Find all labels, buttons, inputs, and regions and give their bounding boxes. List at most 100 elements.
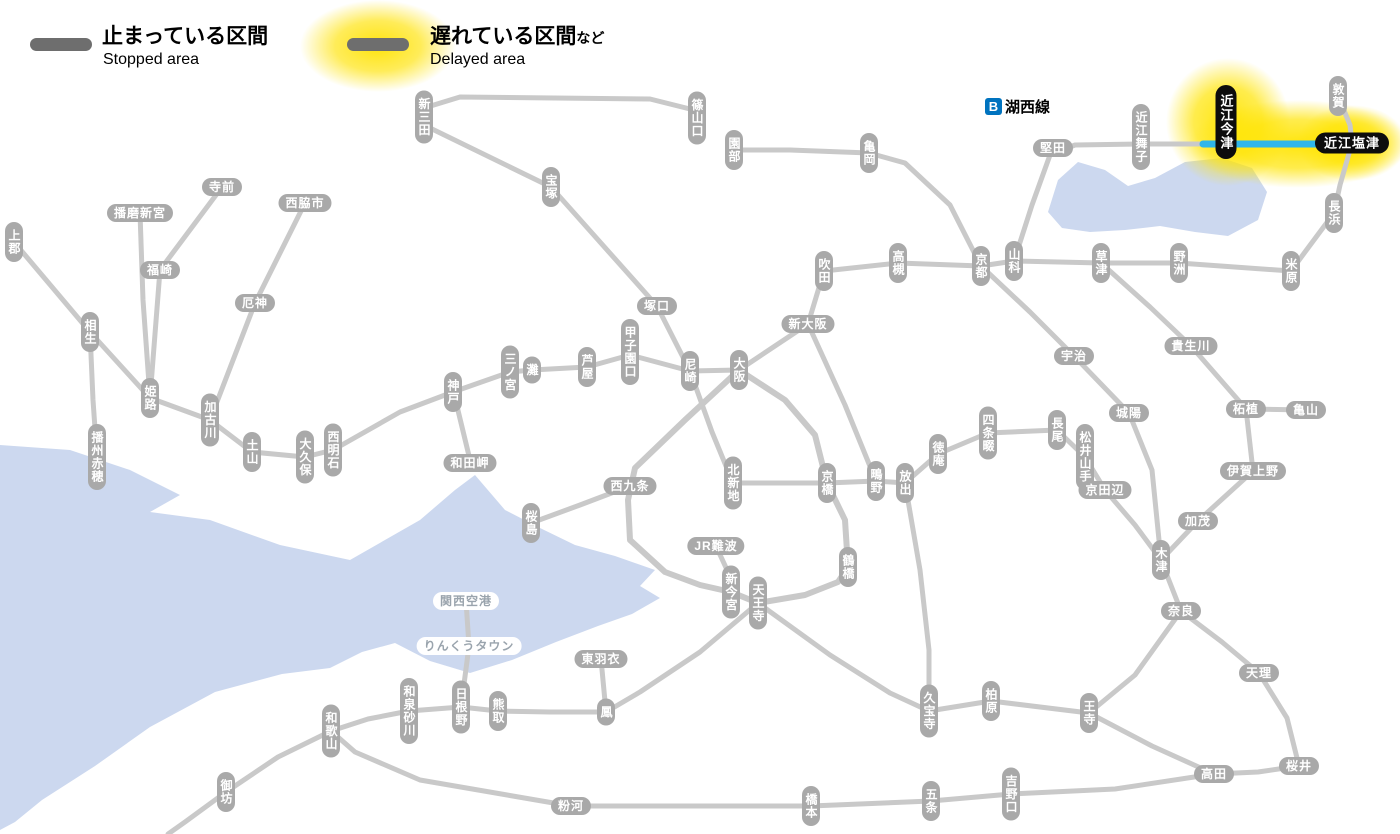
- station-pill: JR難波: [687, 537, 745, 555]
- station-pill: 日根野: [452, 680, 470, 734]
- rail-line: [755, 600, 1184, 716]
- station-pill: 亀山: [1285, 401, 1327, 419]
- station-pill: 高田: [1193, 765, 1235, 783]
- kosei-line-badge: B 湖西線: [985, 95, 1056, 117]
- station-pill: 熊取: [489, 691, 507, 731]
- station-pill: 桜島: [522, 503, 540, 543]
- rail-line: [1158, 406, 1256, 563]
- station-pill: 三ノ宮: [501, 345, 519, 399]
- station-pill: 京橋: [818, 463, 836, 503]
- station-pill: 京都: [972, 246, 990, 286]
- station-pill: 和歌山: [322, 704, 340, 758]
- station-pill: 鴫野: [867, 461, 885, 501]
- station-pill: 和田岬: [443, 454, 497, 472]
- station-pill: 長浜: [1325, 193, 1343, 233]
- rail-line: [731, 147, 984, 269]
- station-pill: 城陽: [1108, 404, 1150, 422]
- station-pill: 園部: [725, 130, 743, 170]
- station-pill: 野洲: [1170, 243, 1188, 283]
- legend-delayed-bar: [347, 38, 409, 51]
- station-pill: 新今宮: [722, 565, 740, 619]
- station-pill: 福崎: [139, 261, 181, 279]
- rail-line: [421, 94, 697, 113]
- station-pill: 柏原: [982, 681, 1000, 721]
- station-pill: 山科: [1005, 241, 1023, 281]
- station-pill: 神戸: [444, 372, 462, 412]
- rail-line: [1288, 93, 1355, 274]
- station-pill: 御坊: [217, 772, 235, 812]
- station-pill: 加古川: [201, 393, 219, 447]
- station-pill: 徳庵: [929, 434, 947, 474]
- station-pill: 放出: [896, 463, 914, 503]
- station-pill-delayed: 近江今津: [1215, 85, 1237, 159]
- legend-stopped-label-en: Stopped area: [103, 51, 200, 68]
- station-pill: 近江舞子: [1132, 104, 1150, 170]
- station-pill: 塚口: [636, 297, 678, 315]
- station-pill: 播州赤穂: [88, 424, 106, 490]
- station-pill: 相生: [81, 312, 99, 352]
- station-pill: 新三田: [415, 90, 433, 144]
- station-pill: 新大阪: [781, 315, 835, 333]
- line-letter-icon: B: [985, 97, 1002, 115]
- legend-delayed-label-en: Delayed area: [430, 51, 526, 68]
- legend-stopped-text: 止まっている区間: [102, 25, 269, 48]
- legend-delayed-label-jp: 遅れている区間など: [430, 25, 604, 48]
- station-pill: 鶴橋: [839, 547, 857, 587]
- station-pill: 天理: [1238, 664, 1280, 682]
- rail-line: [978, 263, 1164, 563]
- station-pill: 王寺: [1080, 693, 1098, 733]
- station-pill: 橋本: [802, 786, 820, 826]
- station-pill: 上郡: [5, 222, 23, 262]
- rail-line: [824, 427, 1164, 563]
- station-pill: 貴生川: [1164, 337, 1218, 355]
- station-pill: 柘植: [1225, 400, 1267, 418]
- station-pill: 和泉砂川: [400, 678, 418, 744]
- rail-line: [1098, 260, 1249, 412]
- station-pill: 加茂: [1177, 512, 1219, 530]
- station-pill: 鳳: [597, 698, 615, 726]
- station-pill: 粉河: [550, 797, 592, 815]
- station-pill-delayed: 近江塩津: [1314, 132, 1390, 154]
- station-pill: 西明石: [324, 423, 342, 477]
- station-pill: 土山: [243, 432, 261, 472]
- station-pill: 西九条: [603, 477, 657, 495]
- line-name-label: 湖西線: [1005, 98, 1051, 116]
- station-pill: りんくうタウン: [416, 637, 522, 655]
- legend-stopped-bar: [30, 38, 92, 51]
- station-pill: 甲子園口: [621, 319, 639, 385]
- station-pill: 篠山口: [688, 91, 706, 145]
- station-pill: 亀岡: [860, 133, 878, 173]
- legend-stopped-label-jp: 止まっている区間: [102, 25, 268, 48]
- station-pill: 厄神: [234, 294, 276, 312]
- station-pill: 宝塚: [542, 167, 560, 207]
- station-pill: 京田辺: [1078, 481, 1132, 499]
- rail-line: [137, 210, 153, 401]
- station-pill: 久宝寺: [920, 684, 938, 738]
- rail-line: [427, 125, 693, 374]
- station-pill: 播磨新宮: [106, 204, 174, 222]
- station-pill: 木津: [1152, 540, 1170, 580]
- station-pill: 敦賀: [1329, 76, 1347, 116]
- station-pill: 伊賀上野: [1219, 462, 1287, 480]
- station-pill: 尼崎: [681, 351, 699, 391]
- rail-line: [1178, 608, 1302, 777]
- station-pill: 姫路: [141, 378, 159, 418]
- station-pill: 北新地: [724, 456, 742, 510]
- rail-line: [805, 321, 879, 484]
- water-area: [0, 445, 660, 830]
- station-pill: 四条畷: [979, 406, 997, 460]
- station-pill: 灘: [523, 356, 541, 384]
- station-pill: 五条: [922, 781, 940, 821]
- station-pill: 天王寺: [749, 576, 767, 630]
- station-pill: 宇治: [1053, 347, 1095, 365]
- station-pill: 大久保: [296, 430, 314, 484]
- station-pill: 吹田: [815, 251, 833, 291]
- station-pill: 奈良: [1160, 602, 1202, 620]
- station-pill: 長尾: [1048, 410, 1066, 450]
- station-pill: 芦屋: [578, 347, 596, 387]
- station-pill: 米原: [1282, 251, 1300, 291]
- station-pill: 大阪: [730, 350, 748, 390]
- station-pill: 吉野口: [1002, 767, 1020, 821]
